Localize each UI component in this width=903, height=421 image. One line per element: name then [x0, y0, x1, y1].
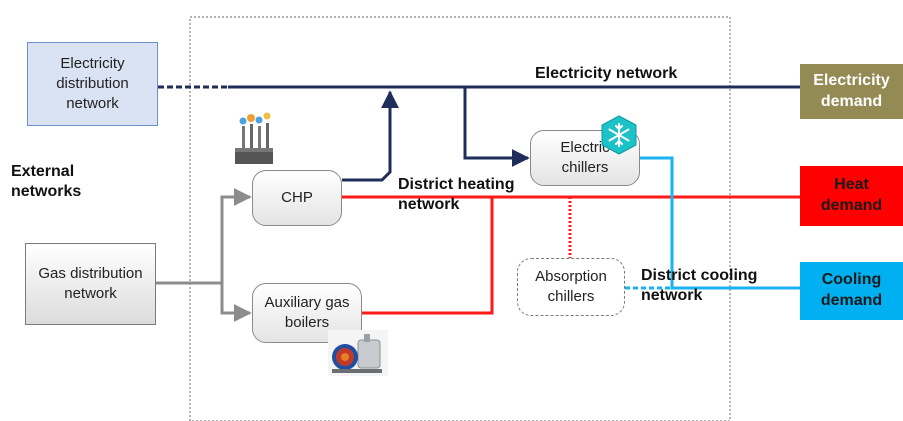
chp-label: CHP	[281, 188, 313, 206]
electricity-network-lines	[158, 85, 800, 182]
system-boundary	[189, 16, 731, 421]
district-cooling-label: District cooling network	[641, 267, 758, 304]
heating-network-lines	[342, 195, 800, 315]
electricity-network-label: Electricity network	[535, 65, 678, 82]
auxiliary-boilers-label: Auxiliary gas boilers	[264, 293, 350, 331]
boiler-icon	[328, 330, 388, 376]
cooling-demand-label: Cooling demand	[820, 271, 883, 309]
gas-distribution-network: Gas distribution network	[25, 243, 156, 325]
heat-demand: Heat demand	[800, 166, 903, 226]
absorption-chillers: Absorption chillers	[517, 258, 625, 316]
absorption-chillers-label: Absorption chillers	[535, 267, 607, 305]
electricity-distribution-network: Electricity distribution network	[27, 42, 158, 126]
factory-icon	[235, 112, 273, 164]
electric-chillers-label: Electric chillers	[560, 138, 610, 176]
district-heating-label: District heating network	[398, 176, 515, 213]
snowflake-icon	[601, 115, 637, 155]
cooling-network-lines	[625, 156, 800, 290]
external-networks-title: External networks	[11, 163, 82, 200]
gas-distribution-label: Gas distribution network	[38, 264, 143, 302]
electricity-demand: Electricity demand	[800, 64, 903, 119]
chp-unit: CHP	[252, 170, 342, 226]
electric-chillers: Electric chillers	[530, 130, 640, 186]
electricity-demand-label: Electricity demand	[813, 71, 890, 110]
electricity-distribution-label: Electricity distribution network	[56, 54, 129, 113]
cooling-demand: Cooling demand	[800, 262, 903, 320]
heat-demand-label: Heat demand	[820, 176, 883, 214]
gas-supply-lines	[156, 188, 252, 322]
